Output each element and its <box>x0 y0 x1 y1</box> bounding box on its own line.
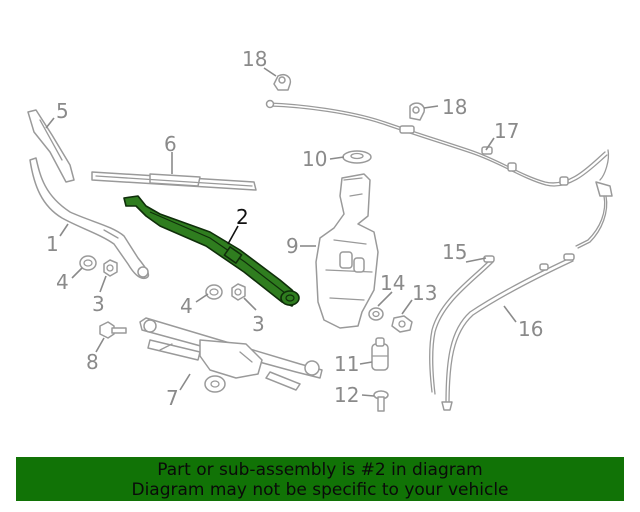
pump-grommet <box>368 307 384 321</box>
left-wiper-arm <box>29 157 150 280</box>
arm-cover <box>27 109 75 183</box>
callout-2: 2 <box>236 205 249 229</box>
wiper-blade <box>91 171 257 191</box>
leader-lines <box>45 67 517 397</box>
reservoir-cap <box>342 150 372 164</box>
wiper-linkage <box>139 317 323 393</box>
cap-left <box>79 255 97 271</box>
callout-4-right: 4 <box>180 294 193 318</box>
banner-line-1: Part or sub-assembly is #2 in diagram <box>157 460 483 480</box>
callout-10: 10 <box>302 147 327 171</box>
callout-18-top: 18 <box>242 47 267 71</box>
callouts: 18 18 17 5 6 10 2 1 9 15 4 14 13 3 4 3 1… <box>46 47 543 410</box>
cap-right <box>205 284 223 300</box>
banner-line-2: Diagram may not be specific to your vehi… <box>131 480 509 500</box>
washer-hose-16 <box>441 253 575 411</box>
callout-1: 1 <box>46 232 59 256</box>
callout-8: 8 <box>86 350 99 374</box>
level-sensor <box>391 315 413 333</box>
callout-18-mid: 18 <box>442 95 467 119</box>
callout-3-right: 3 <box>252 312 265 336</box>
callout-17: 17 <box>494 119 519 143</box>
callout-4-left: 4 <box>56 270 69 294</box>
callout-3-left: 3 <box>92 292 105 316</box>
washer-pump <box>371 337 389 371</box>
callout-12: 12 <box>334 383 359 407</box>
callout-9: 9 <box>286 234 299 258</box>
callout-6: 6 <box>164 132 177 156</box>
info-banner: Part or sub-assembly is #2 in diagram Di… <box>16 457 624 501</box>
callout-15: 15 <box>442 240 467 264</box>
washer-reservoir <box>315 173 379 329</box>
callout-13: 13 <box>412 281 437 305</box>
washer-nozzle-upper <box>273 73 292 91</box>
callout-7: 7 <box>166 386 179 410</box>
washer-nozzle-mid <box>409 102 425 121</box>
mounting-bolt <box>99 321 127 339</box>
callout-11: 11 <box>334 352 359 376</box>
callout-5: 5 <box>56 99 69 123</box>
right-wiper-arm-highlighted <box>123 195 300 307</box>
callout-14: 14 <box>380 271 405 295</box>
callout-16: 16 <box>518 317 543 341</box>
washer-hose-upper <box>265 99 613 249</box>
reservoir-screw <box>373 390 389 412</box>
washer-hose-15 <box>429 255 495 395</box>
nut-right <box>231 283 246 301</box>
nut-left <box>103 259 118 277</box>
